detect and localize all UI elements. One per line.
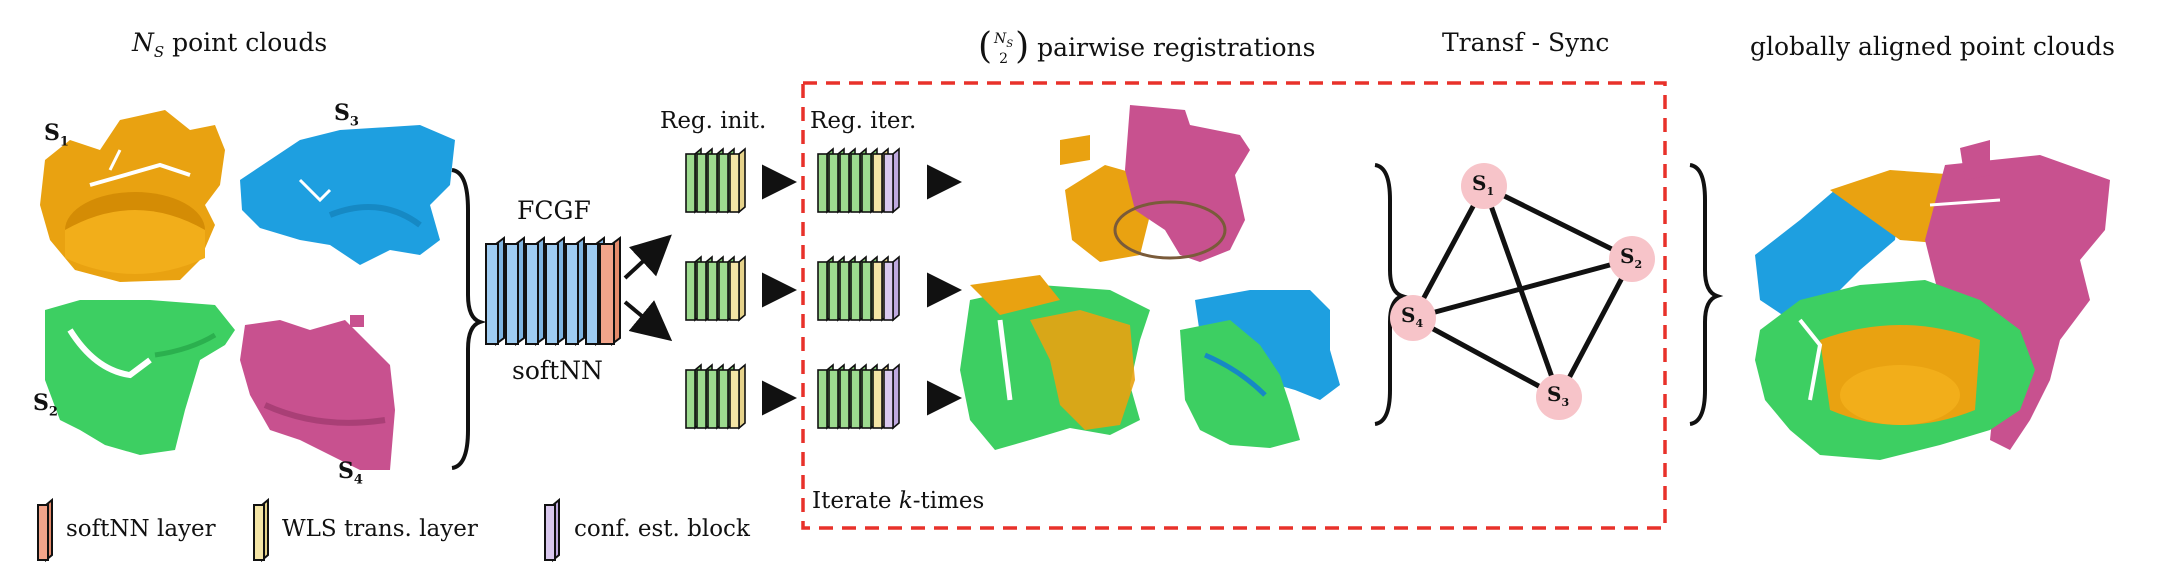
- layer-block: [839, 153, 850, 213]
- layer-block: [883, 369, 894, 429]
- legend-swatch-wls: [253, 497, 269, 563]
- iterate-label: Iterate k-times: [812, 488, 985, 514]
- layer-block: [828, 153, 839, 213]
- point-cloud-s3: [240, 125, 455, 265]
- layer-block: [707, 153, 718, 213]
- layer-block: [883, 153, 894, 213]
- layer-block: [718, 153, 729, 213]
- aligned-point-cloud: [1755, 140, 2110, 460]
- cloud-label-s1: S1: [44, 120, 69, 150]
- header-point-clouds: NS point clouds: [132, 28, 328, 61]
- node-label-s1: S1: [1472, 171, 1495, 198]
- node-label-s4: S4: [1401, 303, 1424, 330]
- sync-graph-nodes: [1390, 163, 1655, 420]
- init-to-iter-arrows: [762, 164, 797, 416]
- layer-block: [707, 261, 718, 321]
- layer-block: [828, 369, 839, 429]
- layer-block: [861, 261, 872, 321]
- cloud-label-s4: S4: [338, 458, 363, 488]
- arrow-to-pair-3: [623, 300, 673, 342]
- legend-swatch-softnn: [37, 497, 53, 563]
- layer-block: [696, 261, 707, 321]
- layer-block: [850, 153, 861, 213]
- header-aligned: globally aligned point clouds: [1750, 32, 2115, 61]
- layer-block: [817, 261, 828, 321]
- layer-block: [850, 261, 861, 321]
- legend-label-conf: conf. est. block: [574, 516, 750, 542]
- layer-block: [707, 369, 718, 429]
- fcgf-label: FCGF: [517, 196, 591, 225]
- pairwise-result-left: [960, 275, 1150, 450]
- layer-block: [718, 261, 729, 321]
- layer-block: [685, 261, 696, 321]
- iter-to-output-arrows: [927, 164, 962, 416]
- reg-init-stacks: [685, 147, 746, 430]
- reg-init-label: Reg. init.: [660, 108, 767, 134]
- layer-block: [872, 369, 883, 429]
- point-cloud-s1: [40, 110, 225, 282]
- layer-block: [883, 261, 894, 321]
- layer-block: [696, 153, 707, 213]
- layer-block: [828, 261, 839, 321]
- layer-block: [685, 369, 696, 429]
- layer-block: [861, 153, 872, 213]
- fcgf-network: [485, 236, 621, 346]
- graph-node-s2: [1609, 236, 1655, 282]
- pairwise-result-top: [1060, 105, 1250, 262]
- layer-block: [729, 261, 740, 321]
- layer-block: [718, 369, 729, 429]
- layer-block: [817, 153, 828, 213]
- layer-block: [696, 369, 707, 429]
- sync-left-brace: [1374, 163, 1409, 426]
- reg-iter-stacks: [817, 147, 900, 430]
- layer-block: [850, 369, 861, 429]
- iteration-box: [801, 81, 1667, 530]
- graph-node-s4: [1390, 295, 1436, 341]
- header-sync: Transf - Sync: [1442, 28, 1610, 57]
- layer-block: [817, 369, 828, 429]
- cloud-label-s3: S3: [334, 100, 359, 130]
- layer-block: [839, 261, 850, 321]
- softnn-label: softNN: [512, 356, 603, 385]
- cloud-label-s2: S2: [33, 390, 58, 420]
- sync-right-brace: [1689, 163, 1724, 426]
- layer-block: [839, 369, 850, 429]
- point-cloud-s2: [45, 300, 235, 455]
- arrow-to-pair-1: [623, 234, 672, 280]
- node-label-s2: S2: [1620, 244, 1643, 271]
- point-cloud-s4: [240, 315, 395, 470]
- layer-block: [729, 153, 740, 213]
- layer-block: [872, 261, 883, 321]
- legend-label-wls: WLS trans. layer: [282, 516, 478, 542]
- legend-swatch-conf: [544, 497, 560, 563]
- layer-block: [729, 369, 740, 429]
- graph-node-s3: [1536, 374, 1582, 420]
- layer-block: [685, 153, 696, 213]
- reg-iter-label: Reg. iter.: [810, 108, 917, 134]
- node-label-s3: S3: [1547, 382, 1570, 409]
- input-brace: [451, 168, 487, 470]
- layer-block: [861, 369, 872, 429]
- graph-node-s1: [1461, 163, 1507, 209]
- pairwise-result-right: [1180, 290, 1340, 448]
- legend-label-softnn: softNN layer: [66, 516, 216, 542]
- layer-block: [872, 153, 883, 213]
- sync-graph-edges: [1410, 183, 1635, 400]
